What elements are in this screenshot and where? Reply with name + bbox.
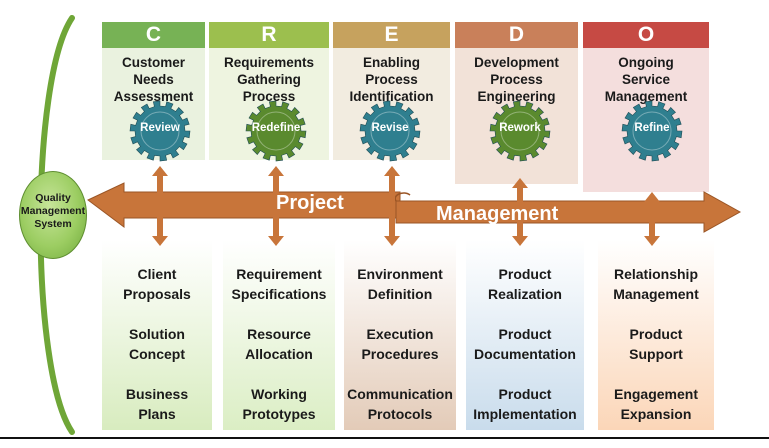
gear-icon: Review — [129, 100, 191, 162]
output-item: Solution Concept — [129, 326, 185, 362]
stage-letter-c: C — [102, 22, 205, 48]
output-item: Product Support — [629, 326, 683, 362]
output-item: Requirement Specifications — [231, 266, 327, 302]
output-item: Resource Allocation — [245, 326, 313, 362]
banner-word-management: Management — [436, 203, 559, 225]
stage-title: Enabling Process Identification — [349, 55, 434, 104]
quality-management-oval: Quality Management System — [19, 171, 87, 259]
stage-letter-r: R — [209, 22, 329, 48]
gear-icon: Revise — [359, 100, 421, 162]
output-item: Engagement Expansion — [613, 386, 698, 422]
stage-title: Requirements Gathering Process — [223, 55, 315, 104]
qms-label: Quality Management System — [20, 192, 86, 230]
connector-head-down — [644, 236, 660, 246]
connector-shaft — [273, 174, 279, 238]
gear-icon: Refine — [621, 100, 683, 162]
connector-head-down — [268, 236, 284, 246]
banner-word-project: Project — [276, 192, 344, 214]
gear-action-label: Revise — [371, 122, 409, 134]
output-item: Working Prototypes — [242, 386, 316, 422]
connector-head-up — [644, 192, 660, 202]
stage-letter-d: D — [455, 22, 578, 48]
stage-title: Ongoing Service Management — [604, 55, 688, 104]
gear-action-label: Review — [140, 122, 180, 134]
output-item: Business Plans — [125, 386, 189, 422]
connector-head-down — [384, 236, 400, 246]
stage-letter-e: E — [333, 22, 450, 48]
output-item: Client Proposals — [123, 266, 191, 302]
output-item: Environment Definition — [357, 266, 443, 302]
project-arrow — [87, 182, 401, 228]
stage-title: Development Process Engineering — [474, 55, 559, 104]
stage-card-d: Development Process Engineering — [455, 48, 578, 184]
connector-head-down — [152, 236, 168, 246]
bottom-rule — [0, 437, 769, 439]
connector-head-up — [512, 178, 528, 188]
gear-action-label: Refine — [634, 122, 670, 134]
output-item: Execution Procedures — [361, 326, 439, 362]
stage-title: Customer Needs Assessment — [113, 55, 194, 104]
output-item: Product Implementation — [473, 386, 577, 422]
connector-shaft — [649, 200, 655, 238]
connector-shaft — [517, 186, 523, 238]
connector-head-down — [512, 236, 528, 246]
connector-head-up — [152, 166, 168, 176]
output-item: Product Realization — [488, 266, 562, 302]
output-item: Product Documentation — [474, 326, 576, 362]
connector-shaft — [389, 174, 395, 238]
output-item: Communication Protocols — [347, 386, 453, 422]
stage-letter-o: O — [583, 22, 709, 48]
gear-icon: Redefine — [245, 100, 307, 162]
gear-action-label: Redefine — [251, 122, 301, 134]
gear-icon: Rework — [489, 100, 551, 162]
output-item: Relationship Management — [613, 266, 699, 302]
banner-fold — [394, 192, 411, 202]
gear-action-label: Rework — [499, 122, 541, 134]
connector-shaft — [157, 174, 163, 238]
connector-head-up — [268, 166, 284, 176]
connector-head-up — [384, 166, 400, 176]
